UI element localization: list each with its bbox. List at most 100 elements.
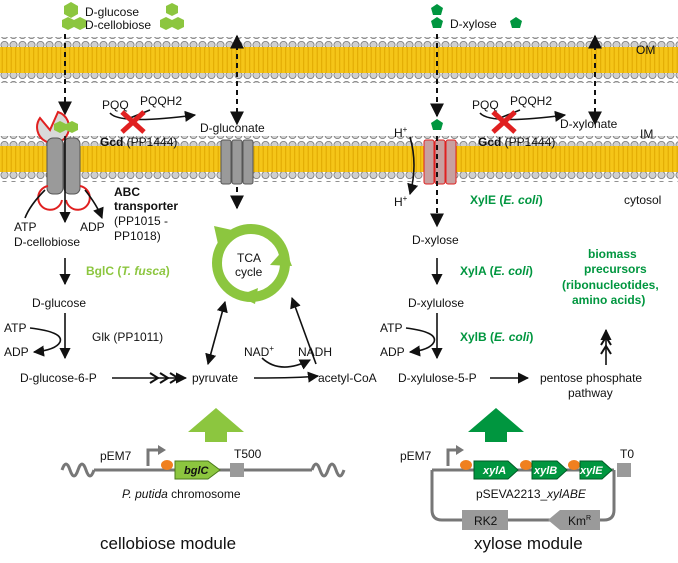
- atp-3-label: ATP: [380, 321, 402, 335]
- pqqh2-right-label: PQQH2: [510, 94, 552, 108]
- d-gluconate-label: D-gluconate: [200, 121, 265, 135]
- km-label: KmR: [568, 514, 591, 528]
- abc-transporter-icon: [37, 137, 91, 211]
- xyle-gene-label: xylE: [579, 465, 603, 477]
- xyla-gene-icon: [473, 460, 519, 480]
- xylb-enzyme-label: XylB (E. coli): [460, 330, 533, 344]
- acetyl-coa-label: acetyl-CoA: [318, 371, 377, 385]
- t0-label: T0: [620, 447, 634, 461]
- xylose-pentagon-icon-2: [431, 17, 443, 28]
- pem7-left-label: pEM7: [100, 449, 132, 463]
- tca-cycle-icon: [212, 224, 292, 304]
- rk2-origin-icon: [462, 510, 508, 530]
- d-glucose-top-label: D-glucose: [85, 5, 139, 19]
- abc-line3-label: (PP1015 -: [114, 214, 168, 228]
- xylb-gene-icon: [531, 460, 568, 480]
- glucose-hexagon-icon-2: [166, 3, 178, 16]
- xyle-transporter-icon: [423, 139, 457, 185]
- biomass-label-4: amino acids): [572, 293, 645, 307]
- adp-1-label: ADP: [80, 220, 105, 234]
- acetyl-coa-tca-arrow: [290, 296, 317, 365]
- pyruvate-tca-arrow: [205, 300, 228, 366]
- h-plus-bottom-label: H+: [394, 194, 408, 209]
- xylose-module-title: xylose module: [474, 534, 583, 553]
- abc-line4-label: PP1018): [114, 229, 161, 243]
- t0-terminator-icon: [617, 463, 631, 477]
- gcd-right-blocked-icon: [491, 110, 517, 134]
- t500-terminator-icon: [230, 463, 244, 477]
- bglc-gene-label: bglC: [184, 465, 209, 477]
- cytosol-label: cytosol: [624, 193, 661, 207]
- biomass-label-3: (ribonucleotides,: [562, 278, 659, 292]
- d-cellobiose-cyt-label: D-cellobiose: [14, 235, 80, 249]
- chromosome-label: P. putida chromosome: [122, 487, 241, 501]
- glk-label: Glk (PP1011): [92, 330, 163, 344]
- d-cellobiose-top-label: D-cellobiose: [85, 18, 151, 32]
- pqq-left-label: PQQ: [102, 98, 129, 112]
- biomass-label-1: biomass: [588, 247, 637, 261]
- xylb-atp-arrow: [405, 327, 436, 357]
- proton-symport-arrow: [407, 136, 419, 196]
- xyle-gene-icon: [579, 460, 613, 480]
- xylose-periplasm-icon: [431, 119, 443, 130]
- adp-3-label: ADP: [380, 345, 405, 359]
- ppp-label-1: pentose phosphate: [540, 371, 642, 385]
- pqqh2-left-label: PQQH2: [140, 94, 182, 108]
- abc-line1-label: ABC: [114, 185, 140, 199]
- plasmid-construct: [430, 445, 616, 522]
- om-label: OM: [636, 43, 655, 57]
- pyruvate-label: pyruvate: [192, 371, 238, 385]
- abc-line2-label: transporter: [114, 199, 178, 213]
- xylb-gene-label: xylB: [533, 465, 557, 477]
- d-xylulose-5p-label: D-xylulose-5-P: [398, 371, 477, 385]
- d-xylulose-label: D-xylulose: [408, 296, 464, 310]
- inner-membrane: [0, 136, 678, 182]
- xyla-enzyme-label: XylA (E. coli): [460, 264, 533, 278]
- tca-label-2: cycle: [235, 265, 263, 279]
- nad-label: NAD+: [244, 344, 274, 359]
- glycolysis-multistep-arrow: [112, 372, 188, 384]
- gluconate-transporter-icon: [220, 139, 254, 185]
- d-xylose-top-label: D-xylose: [450, 17, 497, 31]
- km-resistance-icon: [548, 510, 600, 530]
- outer-membrane: [0, 37, 678, 83]
- d-glucose-cyt-label: D-glucose: [32, 296, 86, 310]
- plasmid-name-label: pSEVA2213_xylABE: [476, 487, 587, 501]
- h-plus-top-label: H+: [394, 125, 408, 140]
- pdh-reaction-arrow: [253, 371, 320, 383]
- pem7-right-label: pEM7: [400, 449, 432, 463]
- atp-abc-arrow: [24, 189, 46, 219]
- t500-label: T500: [234, 447, 262, 461]
- adp-abc-arrow: [84, 189, 104, 220]
- cellobiose-icon-2: [160, 17, 184, 30]
- pqq-right-label: PQQ: [472, 98, 499, 112]
- cellobiose-bound-icon: [54, 121, 78, 133]
- bglc-enzyme-label: BglC (T. fusca): [86, 264, 170, 278]
- xylose-pentagon-icon-3: [510, 17, 522, 28]
- xylose-pentagon-icon: [431, 4, 443, 15]
- ppp-label-2: pathway: [568, 386, 613, 400]
- glk-atp-arrow: [29, 327, 62, 357]
- d-xylose-cyt-label: D-xylose: [412, 233, 459, 247]
- bglc-gene-icon: [174, 460, 221, 480]
- biomass-label-2: precursors: [584, 262, 647, 276]
- cellobiose-icon: [62, 17, 86, 30]
- im-label: IM: [640, 127, 653, 141]
- cellobiose-module-up-arrow: [188, 408, 244, 442]
- gcd-left-label: Gcd (PP1444): [100, 135, 177, 149]
- nadh-label: NADH: [298, 345, 332, 359]
- glucose-hexagon-icon: [64, 2, 78, 18]
- biomass-multistep-arrow: [600, 328, 612, 365]
- gcd-left-blocked-icon: [120, 110, 146, 134]
- cellobiose-module-title: cellobiose module: [100, 534, 236, 553]
- adp-2-label: ADP: [4, 345, 29, 359]
- xyle-enzyme-label: XylE (E. coli): [470, 193, 543, 207]
- nad-nadh-arrow: [261, 357, 312, 370]
- gcd-right-label: Gcd (PP1444): [478, 135, 555, 149]
- xylose-module-up-arrow: [468, 408, 524, 442]
- tca-label-1: TCA: [237, 251, 261, 265]
- d-xylonate-label: D-xylonate: [560, 117, 618, 131]
- xyla-gene-label: xylA: [482, 465, 506, 477]
